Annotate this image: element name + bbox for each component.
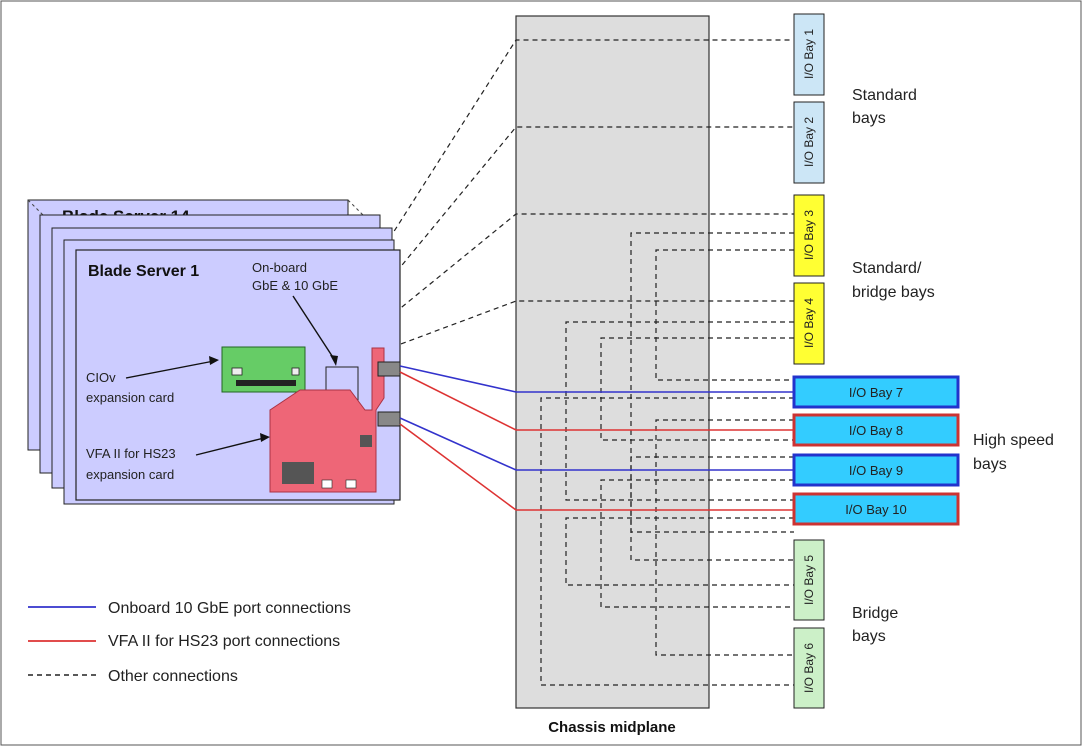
vfa-label-line2: expansion card [86, 467, 174, 482]
bay-2: I/O Bay 2 [793, 101, 825, 184]
port-connections [399, 365, 794, 511]
onboard-label-line2: GbE & 10 GbE [252, 278, 338, 293]
group-bridge-std-line2: bridge bays [852, 284, 935, 301]
dashed-bridge-b4-a [565, 321, 794, 501]
dashed-line-bay4 [341, 300, 794, 367]
dashed-bridge-b3-a [630, 232, 794, 533]
legend: Onboard 10 GbE port connections VFA II f… [28, 600, 351, 685]
bay-2-label: I/O Bay 2 [802, 117, 816, 167]
ciov-label-line1: CIOv [86, 370, 116, 385]
blade-server-stack: Blade Server 14 Blade Server 1 On-board … [27, 199, 401, 505]
dashed-hs-b5-c [565, 517, 794, 586]
group-highspeed-line2: bays [973, 456, 1007, 473]
group-bridge-std-line1: Standard/ [852, 260, 922, 277]
vfa-label-line1: VFA II for HS23 [86, 446, 176, 461]
group-highspeed-line1: High speed [973, 432, 1054, 449]
bay-6-label: I/O Bay 6 [802, 643, 816, 693]
dashed-bridge-b3-b [655, 249, 794, 381]
bay-4: I/O Bay 4 [793, 282, 825, 365]
bay-7-label: I/O Bay 7 [849, 385, 903, 400]
group-bridge-line1: Bridge [852, 605, 898, 622]
bay-7: I/O Bay 7 [792, 375, 960, 409]
bay-6: I/O Bay 6 [793, 627, 825, 709]
port-connector-lower [377, 411, 401, 427]
bay-9: I/O Bay 9 [792, 453, 960, 487]
midplane-label: Chassis midplane [548, 719, 676, 736]
dashed-hs-b5-b [600, 479, 794, 608]
bay-3: I/O Bay 3 [793, 194, 825, 277]
group-bridge-line2: bays [852, 628, 886, 645]
onboard-label-line1: On-board [252, 260, 307, 275]
bay-8: I/O Bay 8 [792, 413, 960, 447]
bay-5: I/O Bay 5 [793, 539, 825, 621]
blue-line-bay9 [399, 417, 794, 471]
legend-red-label: VFA II for HS23 port connections [108, 633, 340, 650]
ciov-label-line2: expansion card [86, 390, 174, 405]
bay-10: I/O Bay 10 [792, 492, 960, 526]
bay-3-label: I/O Bay 3 [802, 210, 816, 260]
blue-line-bay7 [399, 365, 794, 393]
bay-9-label: I/O Bay 9 [849, 463, 903, 478]
group-standard-line2: bays [852, 110, 886, 127]
chassis-midplane [515, 15, 710, 709]
port-connector-upper [377, 361, 401, 377]
bay-1-label: I/O Bay 1 [802, 29, 816, 79]
group-standard-line1: Standard [852, 87, 917, 104]
bay-8-label: I/O Bay 8 [849, 423, 903, 438]
bay-10-label: I/O Bay 10 [845, 502, 906, 517]
legend-dashed-label: Other connections [108, 668, 238, 685]
red-line-bay10 [399, 423, 794, 511]
dashed-hs-b6-a [540, 397, 794, 686]
legend-blue-label: Onboard 10 GbE port connections [108, 600, 351, 617]
red-line-bay8 [399, 371, 794, 431]
blade-server-1-title: Blade Server 1 [88, 263, 199, 280]
dashed-bridge-b4-b [600, 337, 794, 441]
bay-4-label: I/O Bay 4 [802, 298, 816, 348]
bay-1: I/O Bay 1 [793, 13, 825, 96]
bay-5-label: I/O Bay 5 [802, 555, 816, 605]
dashed-hs-b5-a [630, 456, 794, 561]
vfa-card [269, 347, 385, 493]
dashed-line-bay3 [331, 213, 794, 365]
dashed-hs-b6-b [655, 419, 794, 656]
